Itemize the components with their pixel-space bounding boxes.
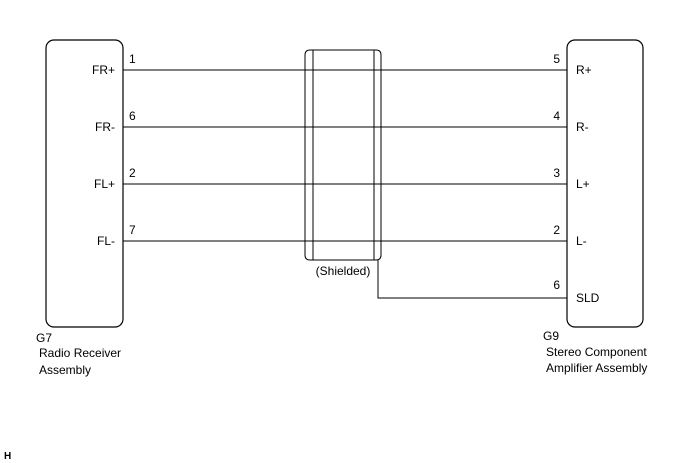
right-pin-number: 5 bbox=[553, 52, 560, 66]
right-component-name-line1: Stereo Component bbox=[546, 345, 647, 359]
right-pin-number: 4 bbox=[553, 109, 560, 123]
right-component-code: G9 bbox=[543, 329, 559, 343]
right-pin-number: 3 bbox=[553, 166, 560, 180]
right-signal-label: R- bbox=[576, 120, 589, 134]
left-signal-label: FR+ bbox=[92, 63, 115, 77]
right-signal-label: L+ bbox=[576, 177, 590, 191]
left-pin-number: 1 bbox=[129, 52, 136, 66]
right-pin-number: 2 bbox=[553, 223, 560, 237]
left-pin-number: 2 bbox=[129, 166, 136, 180]
left-signal-label: FL+ bbox=[94, 177, 115, 191]
left-component-name-line2: Assembly bbox=[39, 363, 91, 377]
left-pin-number: 7 bbox=[129, 223, 136, 237]
corner-mark: H bbox=[4, 451, 11, 462]
right-signal-label: R+ bbox=[576, 63, 592, 77]
right-pin-number: 6 bbox=[553, 278, 560, 292]
left-pin-number: 6 bbox=[129, 109, 136, 123]
right-signal-label: SLD bbox=[576, 291, 600, 305]
left-signal-label: FR- bbox=[95, 120, 115, 134]
right-signal-label: L- bbox=[576, 234, 587, 248]
shield-cylinder bbox=[304, 49, 382, 261]
right-component-name-line2: Amplifier Assembly bbox=[546, 361, 647, 375]
left-component-name-line1: Radio Receiver bbox=[39, 346, 121, 360]
shield-label: (Shielded) bbox=[316, 264, 371, 278]
wire-shield-drain bbox=[377, 260, 567, 299]
left-component-code: G7 bbox=[36, 331, 52, 345]
left-signal-label: FL- bbox=[97, 234, 115, 248]
